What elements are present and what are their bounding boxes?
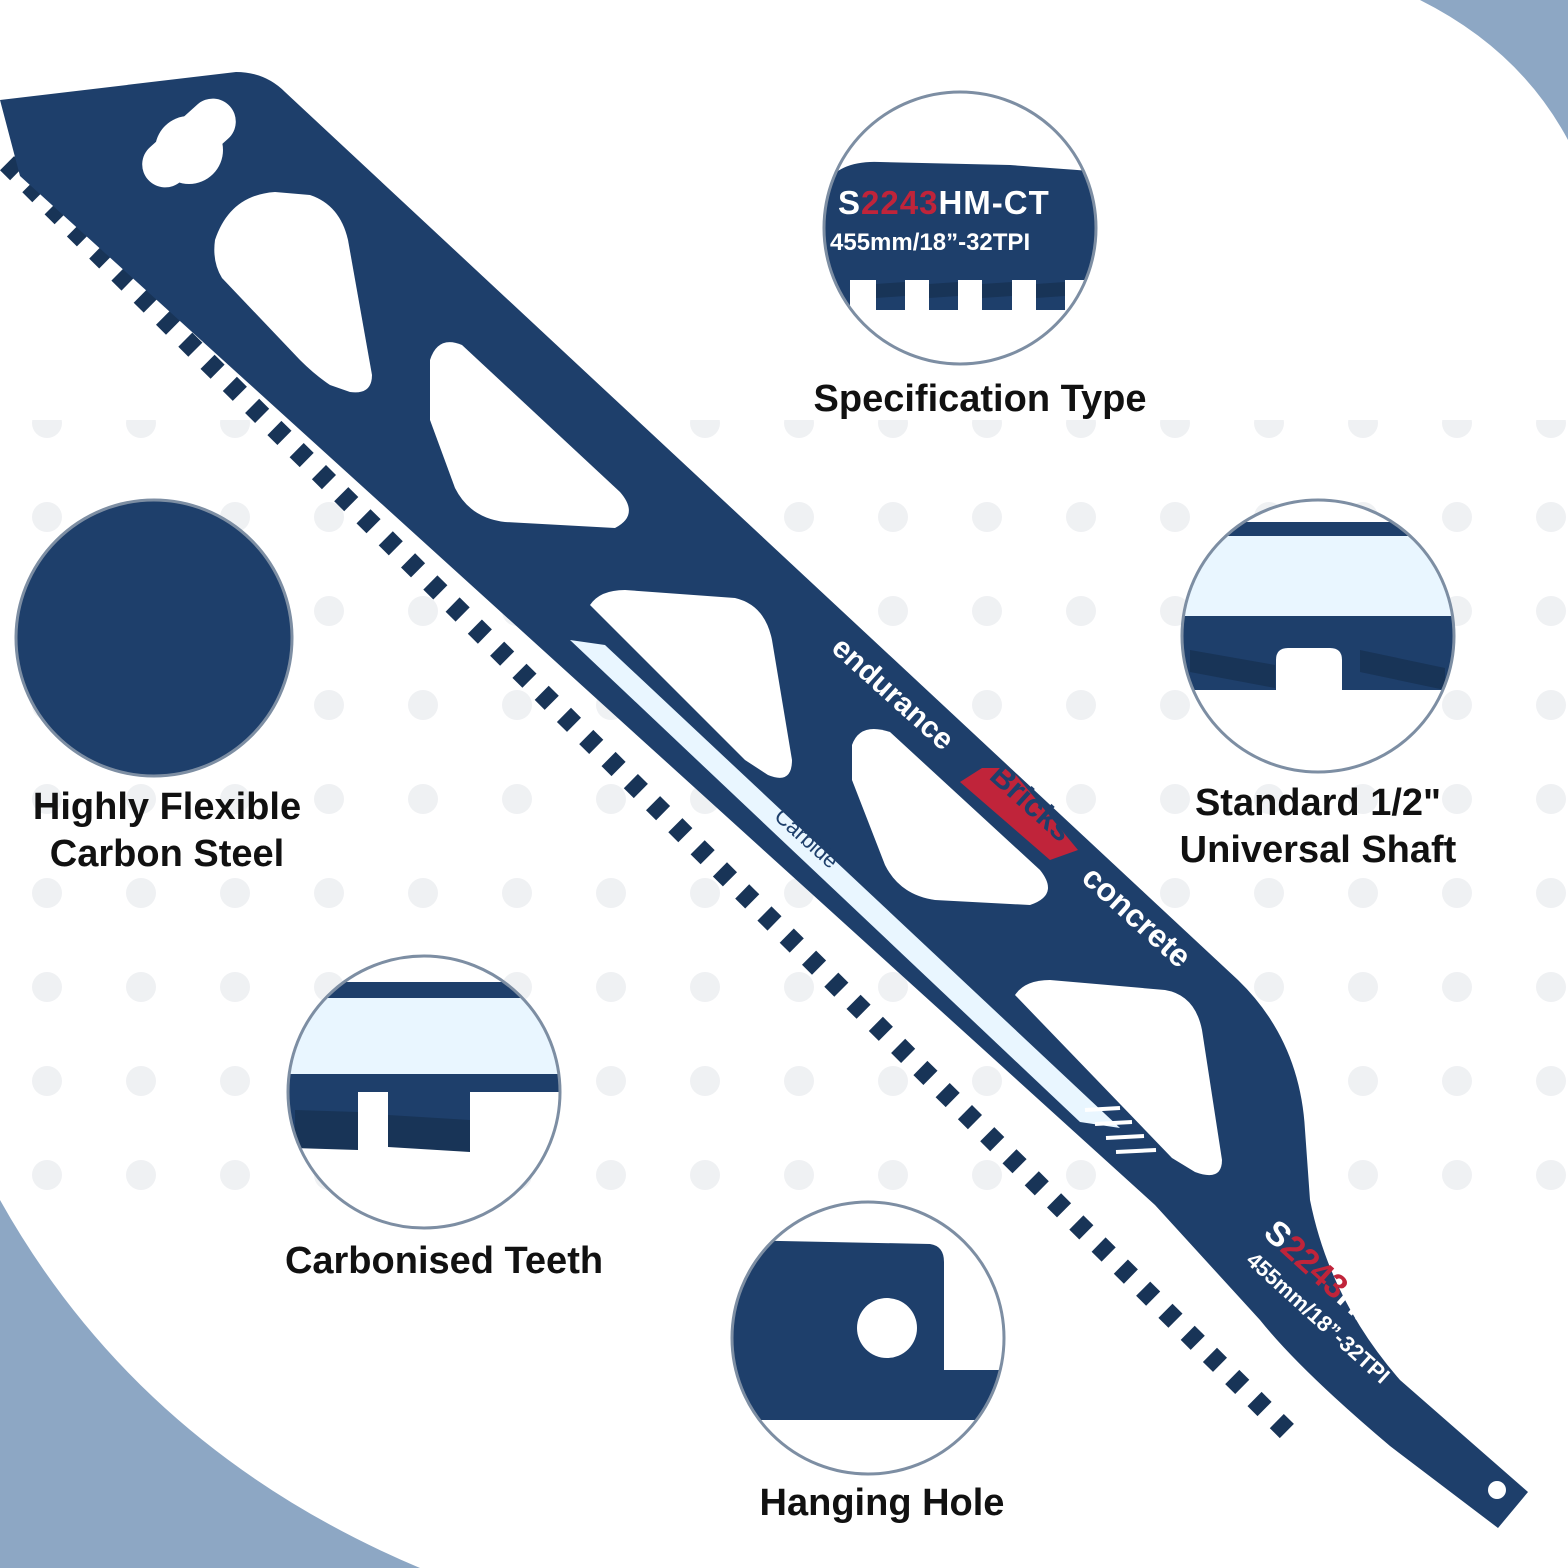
saw-tooth <box>623 774 648 799</box>
carbide-strip-stripes <box>1084 1106 1157 1154</box>
callout-shaft <box>1180 498 1456 774</box>
saw-tooth <box>222 376 247 401</box>
saw-tooth <box>556 707 581 732</box>
saw-tooth <box>1225 1369 1250 1394</box>
blade-cutout <box>852 728 1048 905</box>
saw-tooth <box>267 420 292 445</box>
label-universal-shaft: Standard 1/2" Universal Shaft <box>1130 780 1506 874</box>
saw-tooth <box>445 597 470 622</box>
spec-model-number: S2243HM-CT <box>838 184 1050 221</box>
saw-tooth <box>1247 1391 1272 1417</box>
saw-tooth <box>423 575 448 600</box>
saw-tooth <box>156 310 181 335</box>
saw-tooth <box>579 729 604 754</box>
saw-tooth <box>824 972 849 997</box>
corner-accent-bottom-left <box>0 1200 420 1568</box>
saw-tooth <box>334 487 359 512</box>
saw-tooth <box>846 994 871 1019</box>
saw-tooth <box>245 398 270 423</box>
saw-tooth <box>668 818 693 843</box>
saw-tooth <box>1047 1193 1072 1218</box>
saw-tooth <box>1069 1215 1094 1240</box>
blade-cutout <box>430 342 629 528</box>
label-carbon-steel: Highly Flexible Carbon Steel <box>0 784 334 878</box>
saw-tooth <box>712 862 737 887</box>
saw-tooth <box>1180 1325 1205 1350</box>
carbide-strip <box>570 640 1120 1128</box>
saw-tooth <box>178 332 203 357</box>
saw-tooth <box>1091 1237 1116 1262</box>
blade-cutout <box>1015 980 1222 1176</box>
label-specification-type: Specification Type <box>813 378 1147 420</box>
saw-tooth <box>512 663 537 688</box>
saw-tooth <box>779 928 804 953</box>
callout-specification: S2243HM-CT 455mm/18”-32TPI <box>822 90 1098 366</box>
label-line: Universal Shaft <box>1179 829 1457 871</box>
saw-tooth <box>935 1083 960 1108</box>
saw-tooth <box>690 840 715 865</box>
tang-hole-icon <box>1488 1481 1506 1499</box>
label-hanging-hole: Hanging Hole <box>759 1482 1005 1524</box>
saw-tooth <box>802 950 827 975</box>
saw-tooth <box>1024 1171 1049 1196</box>
saw-tooth <box>490 641 515 666</box>
saw-tooth <box>289 443 314 468</box>
saw-tooth <box>601 751 626 777</box>
saw-tooth <box>957 1105 982 1130</box>
saw-tooth <box>356 509 381 534</box>
saw-tooth <box>735 884 760 909</box>
saw-tooth <box>1269 1414 1294 1439</box>
saw-tooth <box>757 906 782 931</box>
label-line: Highly Flexible <box>32 786 302 828</box>
saw-tooth <box>467 619 492 644</box>
saw-tooth <box>646 796 671 821</box>
saw-tooth <box>401 553 426 578</box>
saw-tooth <box>534 685 559 710</box>
corner-accent-top-right <box>1420 0 1568 140</box>
saw-tooth <box>200 354 225 379</box>
callout-carbon-steel <box>14 498 294 778</box>
bricks-badge <box>960 768 1078 860</box>
saw-tooth <box>891 1038 916 1063</box>
saw-tooth <box>311 465 336 490</box>
saw-tooth <box>868 1016 893 1041</box>
label-line: Carbon Steel <box>49 833 285 875</box>
callout-teeth <box>286 954 562 1230</box>
blade-cutout <box>214 192 372 393</box>
saw-tooth <box>1158 1303 1183 1328</box>
saw-tooth <box>1136 1281 1161 1306</box>
saw-tooth <box>1113 1259 1138 1284</box>
blade-cutout <box>590 590 792 778</box>
saw-tooth <box>1202 1347 1227 1372</box>
saw-tooth <box>913 1060 938 1085</box>
hanging-hole-icon <box>857 1298 917 1358</box>
saw-tooth <box>378 531 403 556</box>
saw-tooth <box>980 1127 1005 1152</box>
label-line: Standard 1/2" <box>1194 782 1442 824</box>
saw-tooth <box>1002 1149 1027 1174</box>
spec-size-text: 455mm/18”-32TPI <box>830 229 1030 256</box>
keyhole-slot-icon <box>142 98 236 188</box>
callout-hanging-hole <box>730 1200 1006 1476</box>
label-carbonised-teeth: Carbonised Teeth <box>284 1240 604 1282</box>
